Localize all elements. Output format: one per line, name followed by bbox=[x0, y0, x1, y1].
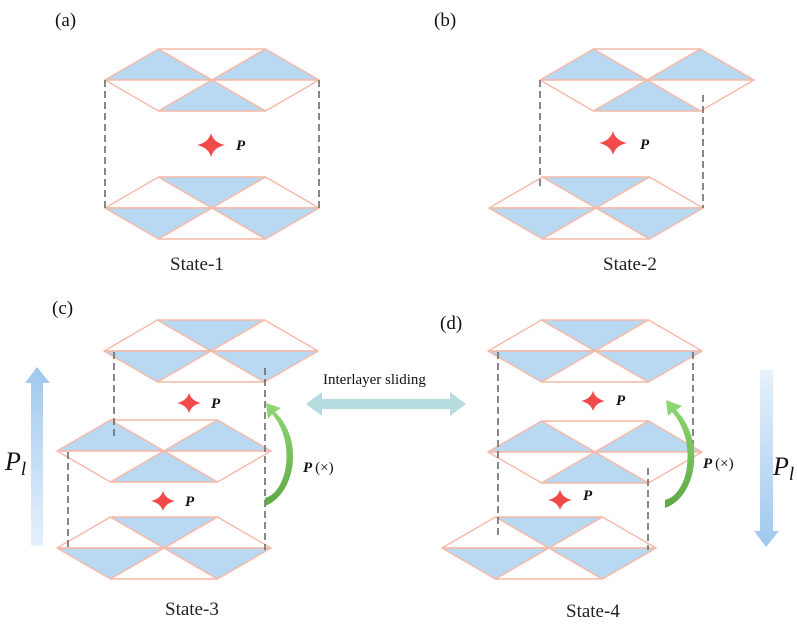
pl-arrow-up bbox=[25, 367, 50, 546]
polarization-star-a-icon bbox=[197, 133, 225, 157]
polarization-label-d-upper: P bbox=[616, 393, 626, 409]
triangle-bot-right bbox=[594, 451, 703, 484]
interlayer-sliding-double-arrow bbox=[306, 392, 466, 416]
triangle-bot-right bbox=[646, 79, 755, 112]
polarization-label-a: P bbox=[236, 138, 246, 154]
triangle-bot-right bbox=[163, 547, 272, 580]
state-label-2: State-2 bbox=[603, 254, 657, 275]
layer-b-top bbox=[539, 48, 755, 112]
layer-c-bottom bbox=[56, 516, 272, 580]
polarization-star-d-lower-icon bbox=[548, 489, 572, 511]
triangle-bot-right bbox=[163, 450, 272, 483]
layer-d-middle bbox=[487, 420, 703, 484]
polarization-star-b-icon bbox=[599, 131, 627, 155]
layer-d-top bbox=[487, 319, 703, 383]
layer-a-top bbox=[104, 48, 320, 112]
polarization-star-c-upper-icon bbox=[177, 392, 201, 414]
polarization-label-d-lower: P bbox=[583, 488, 593, 504]
polarization-label-b: P bbox=[640, 137, 650, 153]
switch-label-d: P(×) bbox=[703, 456, 734, 472]
triangle-bot-right bbox=[548, 547, 657, 580]
polarization-star-d-upper-icon bbox=[581, 390, 605, 412]
polarization-label-c-upper: P bbox=[211, 396, 221, 412]
state-label-1: State-1 bbox=[170, 254, 224, 275]
layer-b-bottom bbox=[488, 176, 704, 240]
interlayer-sliding-label: Interlayer sliding bbox=[323, 372, 426, 388]
panel-label-a: (a) bbox=[55, 10, 76, 31]
curved-switch-arrow-c bbox=[265, 403, 294, 506]
layer-c-top bbox=[103, 319, 319, 383]
triangle-bot-right bbox=[595, 207, 704, 240]
pl-arrow-down bbox=[754, 370, 779, 547]
switch-label-c: P(×) bbox=[303, 460, 334, 476]
panel-label-c: (c) bbox=[52, 298, 73, 319]
triangle-bot-right bbox=[210, 350, 319, 383]
curved-switch-arrow-d bbox=[665, 400, 695, 508]
polarization-star-c-lower-icon bbox=[151, 490, 175, 512]
panel-label-b: (b) bbox=[434, 10, 456, 31]
state-label-3: State-3 bbox=[165, 599, 219, 620]
polarization-label-c-lower: P bbox=[185, 494, 195, 510]
pl-label-d: Pl bbox=[772, 452, 794, 485]
layer-d-bottom bbox=[441, 516, 657, 580]
layer-a-bottom bbox=[104, 176, 320, 240]
panel-label-d: (d) bbox=[440, 313, 462, 334]
layer-c-middle bbox=[56, 419, 272, 483]
pl-label-c: Pl bbox=[4, 447, 26, 480]
state-label-4: State-4 bbox=[566, 601, 620, 622]
triangle-bot-right bbox=[211, 207, 320, 240]
triangle-bot-right bbox=[211, 79, 320, 112]
triangle-bot-right bbox=[594, 350, 703, 383]
